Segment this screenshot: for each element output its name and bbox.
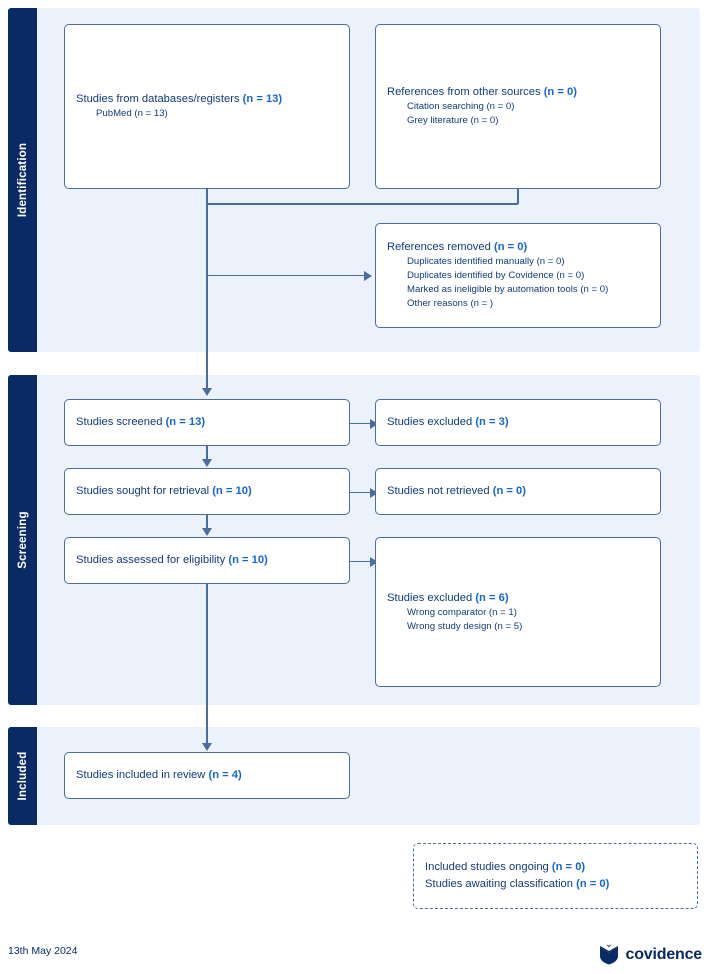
awaiting-classification-line: Studies awaiting classification (n = 0) [425,878,610,890]
count-value: (n = 13) [242,93,283,105]
count-value: (n = 0) [493,241,528,253]
box-references-other-sources[interactable]: References from other sources (n = 0) Ci… [375,24,661,189]
band-tab-included: Included [8,727,37,825]
arrow-into-excluded-eligibility [370,556,378,567]
covidence-logo: covidence [598,944,702,966]
band-label-identification: Identification [16,142,29,218]
box-studies-excluded-screening[interactable]: Studies excluded (n = 3) [375,399,661,446]
arrow-into-sought [202,459,212,467]
connector-assessed-to-excluded-eligibility [350,560,372,563]
connector-screened-to-excluded [350,422,372,425]
box-title: Studies excluded (n = 3) [387,416,509,428]
box-title: Studies included in review (n = 4) [76,769,242,781]
connector-sought-to-not-retrieved [350,491,372,494]
arrow-into-references-removed [364,270,372,281]
arrow-into-assessed [202,528,212,536]
box-subitem: Marked as ineligible by automation tools… [407,284,609,295]
box-title: Studies assessed for eligibility (n = 10… [76,554,268,566]
count-value: (n = 0) [551,861,586,873]
arrow-into-excluded-screened [370,418,378,429]
covidence-shield-icon [599,944,618,965]
box-title: References from other sources (n = 0) [387,86,577,98]
box-studies-sought-for-retrieval[interactable]: Studies sought for retrieval (n = 10) [64,468,350,515]
brand-name: covidence [625,946,703,963]
box-title: Studies from databases/registers (n = 13… [76,93,283,105]
count-value: (n = 0) [543,86,577,98]
box-subitem: Duplicates identified manually (n = 0) [407,256,565,267]
connector-databases-down [206,188,208,204]
box-subitem: Other reasons (n = ) [407,298,494,309]
count-value: (n = 10) [228,554,268,566]
box-studies-included-in-review[interactable]: Studies included in review (n = 4) [64,752,350,799]
box-subitem: Citation searching (n = 0) [407,101,515,112]
box-subitem: Duplicates identified by Covidence (n = … [407,270,585,281]
box-studies-screened[interactable]: Studies screened (n = 13) [64,399,350,446]
box-ongoing-and-awaiting-classification[interactable]: Included studies ongoing (n = 0) Studies… [413,843,698,909]
band-label-included: Included [16,751,29,801]
connector-assessed-to-included [206,584,208,744]
box-studies-not-retrieved[interactable]: Studies not retrieved (n = 0) [375,468,661,515]
box-subitem: Wrong study design (n = 5) [407,620,523,632]
count-value: (n = 0) [492,485,526,497]
arrow-into-included [202,743,212,751]
count-value: (n = 4) [208,769,242,781]
box-studies-from-databases[interactable]: Studies from databases/registers (n = 13… [64,24,350,189]
count-value: (n = 0) [576,878,610,890]
box-title: Studies sought for retrieval (n = 10) [76,485,252,497]
connector-other-sources-down [517,188,519,204]
arrow-into-not-retrieved [370,487,378,498]
connector-to-references-removed [206,274,364,277]
box-studies-assessed-for-eligibility[interactable]: Studies assessed for eligibility (n = 10… [64,537,350,584]
box-studies-excluded-eligibility[interactable]: Studies excluded (n = 6) Wrong comparato… [375,537,661,687]
box-title: Studies not retrieved (n = 0) [387,485,526,497]
box-title: References removed (n = 0) [387,241,528,253]
count-value: (n = 13) [165,416,206,428]
ongoing-line: Included studies ongoing (n = 0) [425,861,586,873]
box-subitem: PubMed (n = 13) [96,108,168,119]
box-subitem: Wrong comparator (n = 1) [407,606,517,618]
box-references-removed[interactable]: References removed (n = 0) Duplicates id… [375,223,661,328]
band-tab-identification: Identification [8,8,37,352]
band-label-screening: Screening [16,511,29,569]
count-value: (n = 3) [475,416,509,428]
count-value: (n = 6) [475,591,509,604]
arrow-into-screened [202,388,212,396]
connector-sought-to-assessed [206,515,208,529]
generated-date: 13th May 2024 [8,945,78,957]
connector-screened-to-sought [206,446,208,460]
band-tab-screening: Screening [8,375,37,705]
connector-main-spine [206,203,208,389]
count-value: (n = 10) [212,485,252,497]
connector-identification-junction [206,203,518,205]
box-subitem: Grey literature (n = 0) [407,115,499,126]
box-title: Studies excluded (n = 6) [387,591,509,604]
box-title: Studies screened (n = 13) [76,416,206,428]
